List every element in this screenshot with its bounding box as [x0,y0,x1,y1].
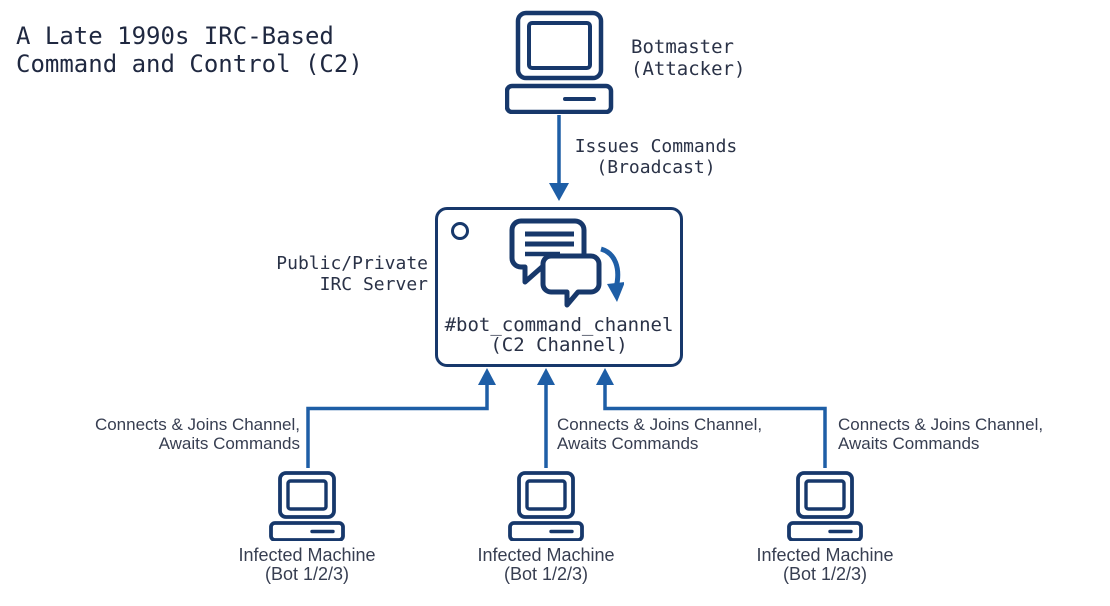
botmaster-label-line2: (Attacker) [631,58,746,80]
bot3-computer-icon [787,471,863,541]
circle-indicator-icon [451,222,469,240]
connect-line2: Awaits Commands [158,434,300,453]
connect-label-bot3: Connects & Joins Channel, Awaits Command… [838,415,1100,453]
issues-commands-label: Issues Commands (Broadcast) [566,136,746,178]
infected-line2: (Bot 1/2/3) [264,564,350,584]
infected-line1: Infected Machine [238,545,376,565]
channel-label: #bot_command_channel (C2 Channel) [438,315,680,355]
infected-label-bot1: Infected Machine (Bot 1/2/3) [207,546,407,584]
connect-line1: Connects & Joins Channel, [838,415,1044,434]
bot1-computer-icon [269,471,345,541]
irc-server-label: Public/Private IRC Server [238,253,428,295]
connect-label-bot1: Connects & Joins Channel, Awaits Command… [38,415,300,453]
infected-line2: (Bot 1/2/3) [782,564,868,584]
forward-arrow-curve [600,246,621,289]
infected-label-bot3: Infected Machine (Bot 1/2/3) [725,546,925,584]
irc-server-label-line1: Public/Private [276,253,428,274]
channel-subtitle: (C2 Channel) [490,334,628,356]
chat-bubbles-forward-arrow-icon [509,218,624,308]
speech-bubble-back [540,253,602,308]
infected-line1: Infected Machine [477,545,615,565]
connect-line2: Awaits Commands [557,434,699,453]
infected-label-bot2: Infected Machine (Bot 1/2/3) [446,546,646,584]
botmaster-label: Botmaster (Attacker) [631,36,745,80]
issues-commands-line2: (Broadcast) [596,157,716,178]
irc-server-label-line2: IRC Server [319,274,428,295]
arrow-bot1-to-server [306,384,489,468]
arrowhead-up-icon [596,368,614,385]
diagram-title: A Late 1990s IRC-Based Command and Contr… [16,22,363,78]
botmaster-computer-icon [505,10,614,114]
irc-server-box: #bot_command_channel (C2 Channel) [435,207,683,367]
connect-label-bot2: Connects & Joins Channel, Awaits Command… [557,415,819,453]
botmaster-label-line1: Botmaster [631,36,734,58]
connect-line1: Connects & Joins Channel, [94,415,300,434]
arrowhead-up-icon [478,368,496,385]
diagram-title-line1: A Late 1990s IRC-Based [16,22,334,50]
diagram-title-line2: Command and Control (C2) [16,50,363,78]
issues-commands-line1: Issues Commands [574,136,738,157]
arrowhead-down-icon [549,183,569,201]
bot2-computer-icon [508,471,584,541]
channel-name: #bot_command_channel [444,314,674,336]
connect-line2: Awaits Commands [838,434,980,453]
connect-line1: Connects & Joins Channel, [557,415,763,434]
infected-line1: Infected Machine [756,545,894,565]
forward-arrowhead-icon [607,282,624,302]
arrowhead-up-icon [537,368,555,385]
infected-line2: (Bot 1/2/3) [503,564,589,584]
